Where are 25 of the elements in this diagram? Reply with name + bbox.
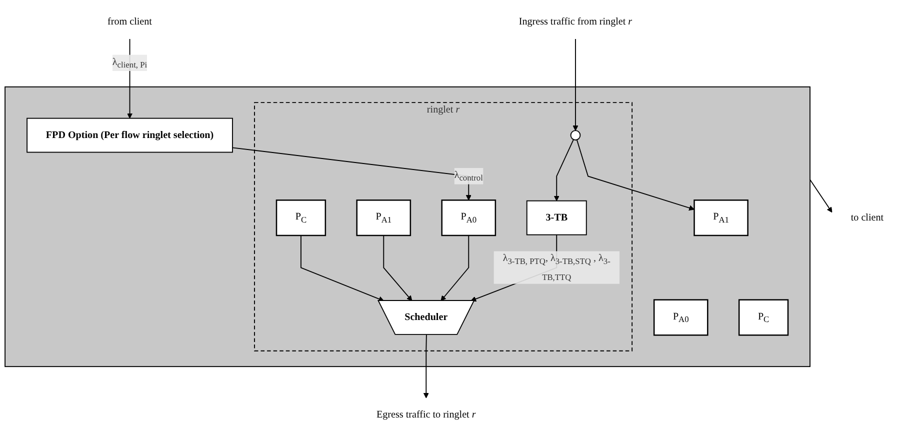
arrow — [440, 235, 470, 302]
arrow — [554, 139, 574, 202]
node-box: P$_{A1}$ — [694, 200, 749, 236]
cluster — [4, 86, 811, 368]
node-text: Egress traffic to ringlet r — [376, 409, 476, 420]
node-box: 3-TB — [526, 200, 588, 236]
node-text: from client — [108, 16, 152, 28]
node-box: P$_{A1}$ — [356, 200, 412, 236]
arrow — [300, 235, 384, 302]
arrow — [810, 179, 833, 213]
arrow — [572, 38, 579, 131]
arrow — [383, 235, 412, 302]
node-box: FPD Option (Per flow ringlet selection) — [26, 118, 234, 153]
arrow — [232, 147, 472, 200]
edge-label: λ$_{control}$ — [454, 170, 484, 183]
arrow — [576, 139, 695, 211]
node-text: to client — [851, 212, 884, 223]
node-box: P$_{C}$ — [276, 200, 326, 236]
node-box: P$_{A0}$ — [442, 200, 496, 236]
arrow — [424, 334, 430, 398]
edge-label: λ$_{client, Pi}$ — [112, 56, 148, 70]
node-box: P$_{C}$ — [738, 299, 789, 336]
node-box: P$_{A0}$ — [654, 299, 709, 336]
node-text: Ingress traffic from ringlet r — [519, 16, 632, 28]
node-circle — [570, 130, 581, 140]
